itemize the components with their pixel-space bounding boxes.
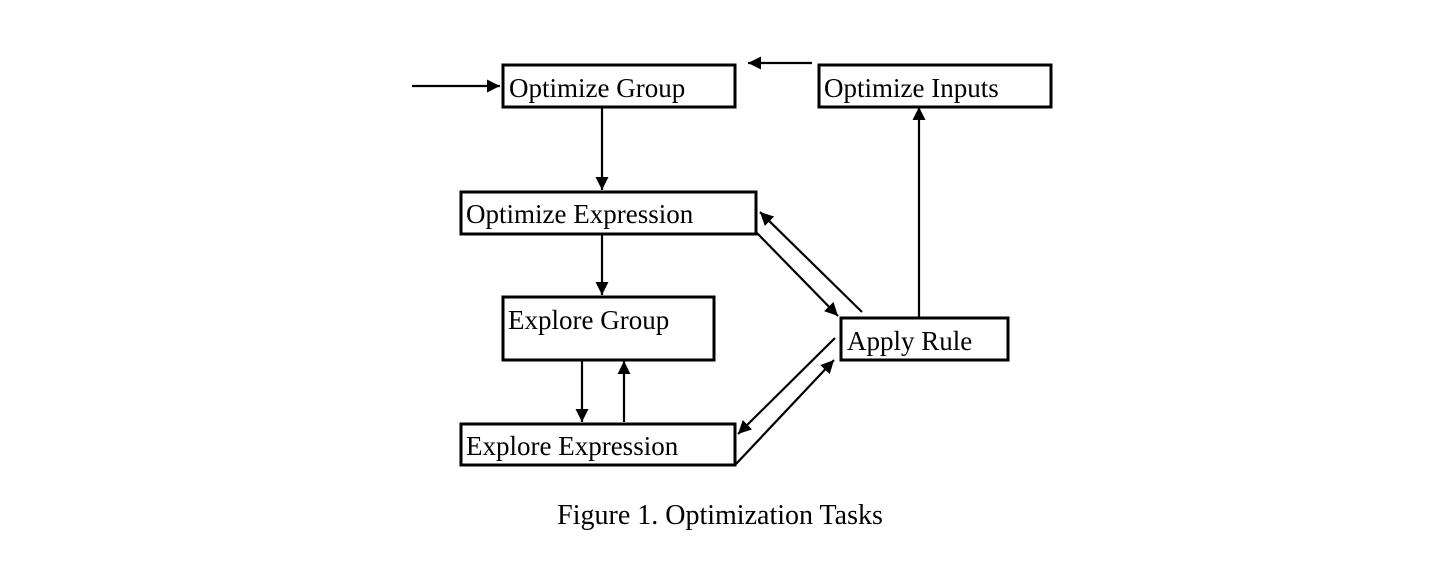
edge-explore-expression-to-apply-rule (735, 359, 835, 465)
node-optimize-inputs: Optimize Inputs (817, 63, 1053, 109)
node-optimize-group: Optimize Group (501, 63, 737, 109)
edge-apply-rule-to-explore-expression (737, 337, 836, 435)
node-explore-expression: Explore Expression (459, 422, 737, 467)
node-optimize-expression-box (459, 190, 758, 236)
node-optimize-group-box (501, 63, 737, 109)
node-explore-expression-box (459, 422, 737, 467)
edge-optimize-expression-to-apply-rule (755, 231, 839, 317)
node-explore-group: Explore Group (501, 295, 716, 362)
node-optimize-expression-label: Optimize Expression (466, 199, 694, 229)
node-optimize-inputs-box (817, 63, 1053, 109)
edge-apply-rule-to-optimize-expression (759, 211, 863, 313)
node-explore-group-box (501, 295, 716, 362)
edges (412, 56, 926, 465)
node-optimize-expression: Optimize Expression (459, 190, 758, 236)
node-apply-rule: Apply Rule (839, 316, 1010, 362)
node-apply-rule-box (839, 316, 1010, 362)
node-explore-expression-label: Explore Expression (466, 431, 679, 461)
node-explore-group-label: Explore Group (508, 305, 669, 335)
figure-caption: Figure 1. Optimization Tasks (557, 500, 883, 531)
node-apply-rule-label: Apply Rule (847, 326, 972, 356)
node-optimize-inputs-label: Optimize Inputs (824, 73, 999, 103)
node-optimize-group-label: Optimize Group (509, 73, 685, 103)
